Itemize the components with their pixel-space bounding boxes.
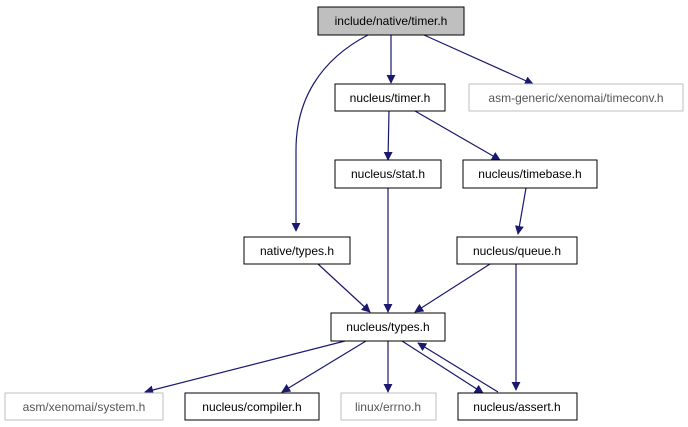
node-label-include-native-timer: include/native/timer.h: [335, 14, 448, 28]
node-asm-xenomai-system[interactable]: asm/xenomai/system.h: [4, 392, 164, 421]
node-label-nucleus-stat: nucleus/stat.h: [351, 167, 425, 181]
node-nucleus-stat[interactable]: nucleus/stat.h: [334, 159, 442, 189]
edge-timer-to-native-types: [291, 34, 369, 232]
node-label-asm-xenomai-system: asm/xenomai/system.h: [23, 400, 146, 414]
node-label-nucleus-timer: nucleus/timer.h: [350, 91, 431, 105]
node-label-linux-errno: linux/errno.h: [355, 400, 421, 414]
node-nucleus-queue[interactable]: nucleus/queue.h: [456, 236, 578, 265]
node-label-nucleus-timebase: nucleus/timebase.h: [478, 167, 581, 181]
edge-native-types-to-types: [317, 263, 371, 313]
edge-types-to-compiler: [281, 340, 367, 393]
node-label-nucleus-assert: nucleus/assert.h: [473, 400, 560, 414]
node-nucleus-types[interactable]: nucleus/types.h: [330, 312, 446, 342]
node-nucleus-timebase[interactable]: nucleus/timebase.h: [462, 159, 598, 189]
edge-types-to-assert: [401, 340, 484, 394]
edge-assert-to-types: [417, 342, 499, 393]
edge-nucleus-timer-to-timebase: [414, 110, 501, 161]
node-linux-errno[interactable]: linux/errno.h: [340, 392, 437, 421]
edges: [144, 34, 534, 395]
node-include-native-timer[interactable]: include/native/timer.h: [317, 6, 465, 36]
node-label-asm-generic-timeconv: asm-generic/xenomai/timeconv.h: [488, 91, 663, 105]
edge-timebase-to-queue: [514, 187, 527, 235]
edge-timer-to-timeconv: [423, 34, 534, 85]
node-label-nucleus-compiler: nucleus/compiler.h: [202, 400, 301, 414]
node-nucleus-compiler[interactable]: nucleus/compiler.h: [184, 392, 320, 421]
node-nucleus-assert[interactable]: nucleus/assert.h: [457, 392, 578, 421]
edge-types-to-system: [144, 340, 346, 395]
node-label-native-types: native/types.h: [260, 244, 334, 258]
node-nucleus-timer[interactable]: nucleus/timer.h: [334, 83, 446, 112]
edge-queue-to-types: [414, 263, 491, 313]
node-label-nucleus-queue: nucleus/queue.h: [473, 244, 561, 258]
node-label-nucleus-types: nucleus/types.h: [346, 320, 429, 334]
edge-nucleus-timer-to-stat: [383, 110, 393, 161]
node-asm-generic-timeconv[interactable]: asm-generic/xenomai/timeconv.h: [468, 83, 684, 112]
node-native-types[interactable]: native/types.h: [243, 236, 351, 265]
